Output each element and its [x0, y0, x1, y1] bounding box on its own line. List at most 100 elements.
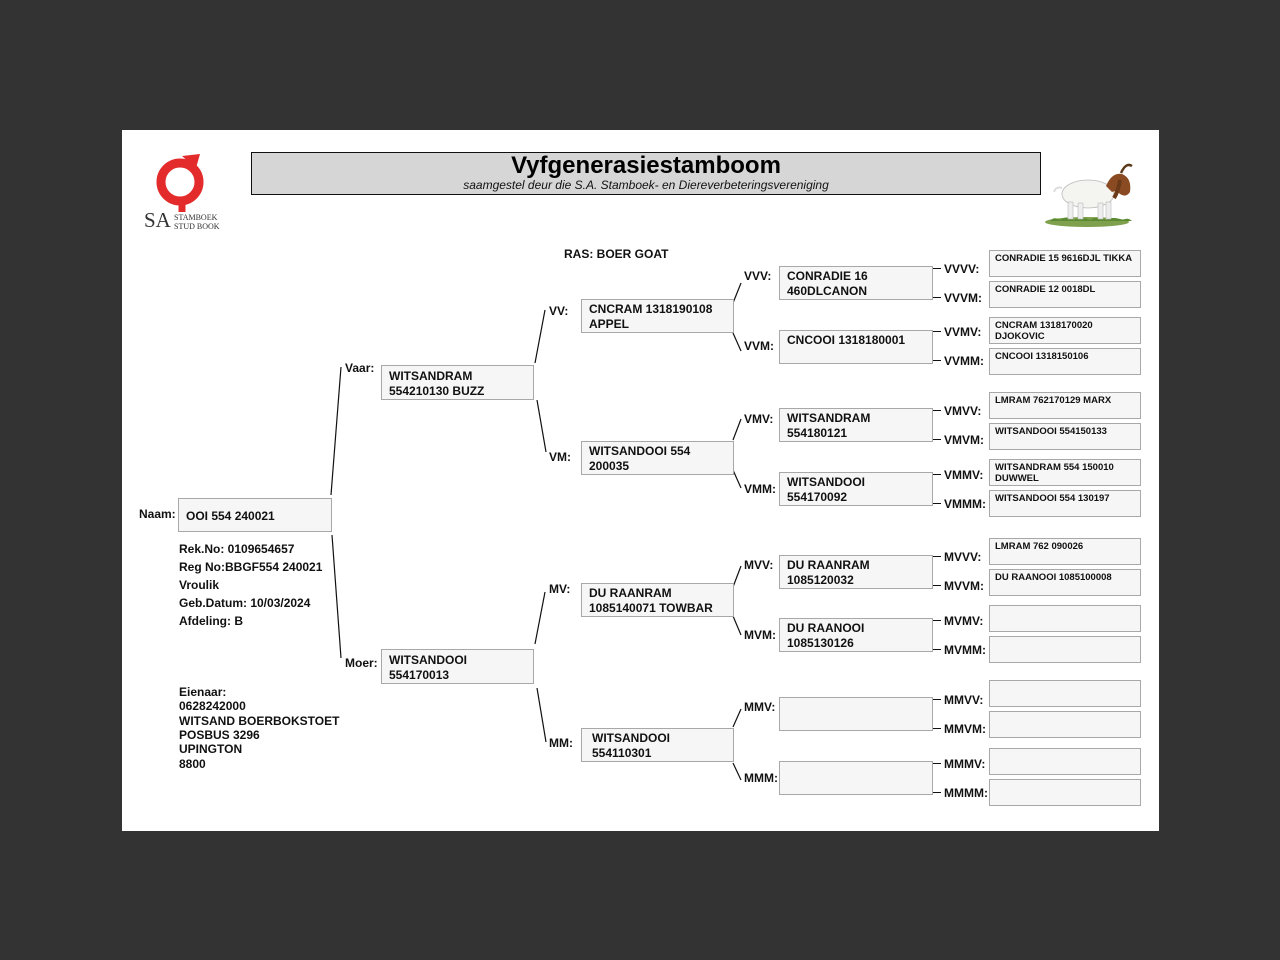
vvvv-line1: CONRADIE 15 9616DJL TIKKA — [995, 253, 1135, 264]
mm-line1: WITSANDOOI — [592, 731, 726, 746]
animal-name-label: Naam: — [139, 507, 176, 521]
mmvv-label: MMVV: — [944, 693, 983, 707]
vv-line2: APPEL — [589, 317, 726, 332]
vvvm-label: VVVM: — [944, 291, 982, 305]
title-banner: Vyfgenerasiestamboom saamgestel deur die… — [251, 152, 1041, 195]
connector-dash — [933, 556, 941, 557]
vv-line1: CNCRAM 1318190108 — [589, 302, 726, 317]
vvmm-label: VVMM: — [944, 354, 984, 368]
mvm-line2: 1085130126 — [787, 636, 925, 651]
vmv-line2: 554180121 — [787, 426, 925, 441]
vmmv-line2: DUWWEL — [995, 473, 1135, 484]
connector-dash — [933, 649, 941, 650]
breed-label: RAS: BOER GOAT — [564, 247, 668, 261]
mvv-label: MVV: — [744, 558, 773, 572]
sire-box: WITSANDRAM 554210130 BUZZ — [381, 365, 534, 400]
mm-box: WITSANDOOI 554110301 — [581, 728, 734, 762]
vm-line1: WITSANDOOI 554 — [589, 444, 726, 459]
logo-line2: STUD BOOK — [174, 222, 220, 231]
mvvv-box: LMRAM 762 090026 — [989, 538, 1141, 565]
animal-name-box: OOI 554 240021 — [178, 498, 332, 532]
dam-box: WITSANDOOI 554170013 — [381, 649, 534, 684]
mmvv-box — [989, 680, 1141, 707]
mmm-box — [779, 761, 933, 795]
mmmv-label: MMMV: — [944, 757, 985, 771]
vm-box: WITSANDOOI 554 200035 — [581, 441, 734, 475]
connector-dash — [933, 474, 941, 475]
mmvm-box — [989, 711, 1141, 738]
sa-studbook-logo: SA STAMBOEK STUD BOOK — [142, 152, 232, 232]
vvv-line1: CONRADIE 16 — [787, 269, 925, 284]
dam-line2: 554170013 — [389, 668, 526, 683]
mvvm-label: MVVM: — [944, 579, 984, 593]
boer-goat-image — [1042, 158, 1137, 228]
sire-label: Vaar: — [345, 361, 374, 375]
mvmm-box — [989, 636, 1141, 663]
vmvv-label: VMVV: — [944, 404, 981, 418]
connector-dash — [933, 360, 941, 361]
animal-section: Afdeling: B — [179, 614, 243, 628]
animal-birth-date: Geb.Datum: 10/03/2024 — [179, 596, 310, 610]
animal-rek-no: Rek.No: 0109654657 — [179, 542, 294, 556]
owner-label: Eienaar: — [179, 685, 226, 699]
vmmm-label: VMMM: — [944, 497, 986, 511]
mvmv-label: MVMV: — [944, 614, 983, 628]
connector-dash — [933, 728, 941, 729]
connector-dash — [933, 410, 941, 411]
animal-name: OOI 554 240021 — [186, 509, 275, 523]
vv-label: VV: — [549, 304, 568, 318]
vm-line2: 200035 — [589, 459, 726, 474]
mvvm-line1: DU RAANOOI 1085100008 — [995, 572, 1135, 583]
connector-dash — [933, 792, 941, 793]
mm-label: MM: — [549, 736, 573, 750]
connector-dash — [933, 297, 941, 298]
vvmm-box: CNCOOI 1318150106 — [989, 348, 1141, 375]
connector-dash — [933, 699, 941, 700]
vm-label: VM: — [549, 450, 571, 464]
vvv-box: CONRADIE 16 460DLCANON — [779, 266, 933, 300]
vmmv-line1: WITSANDRAM 554 150010 — [995, 462, 1135, 473]
vmm-box: WITSANDOOI 554170092 — [779, 472, 933, 506]
vvvv-label: VVVV: — [944, 262, 979, 276]
mvm-line1: DU RAANOOI — [787, 621, 925, 636]
mvv-line2: 1085120032 — [787, 573, 925, 588]
mmvm-label: MMVM: — [944, 722, 986, 736]
vvmv-box: CNCRAM 1318170020 DJOKOVIC — [989, 317, 1141, 344]
owner-line: POSBUS 3296 — [179, 728, 260, 742]
vvmv-label: VVMV: — [944, 325, 981, 339]
vmv-line1: WITSANDRAM — [787, 411, 925, 426]
mvvv-label: MVVV: — [944, 550, 981, 564]
vmvm-label: VMVM: — [944, 433, 984, 447]
vmmv-box: WITSANDRAM 554 150010 DUWWEL — [989, 459, 1141, 486]
vmmm-line1: WITSANDOOI 554 130197 — [995, 493, 1135, 504]
connector-dash — [933, 268, 941, 269]
owner-line: WITSAND BOERBOKSTOET — [179, 714, 339, 728]
vmvv-line1: LMRAM 762170129 MARX — [995, 395, 1135, 406]
owner-line: 0628242000 — [179, 699, 246, 713]
dam-line1: WITSANDOOI — [389, 653, 526, 668]
vvv-line2: 460DLCANON — [787, 284, 925, 299]
mvmm-label: MVMM: — [944, 643, 986, 657]
mm-line2: 554110301 — [592, 746, 726, 761]
vvmv-line2: DJOKOVIC — [995, 331, 1135, 342]
connector-dash — [933, 439, 941, 440]
vvvv-box: CONRADIE 15 9616DJL TIKKA — [989, 250, 1141, 277]
logo-line1: STAMBOEK — [174, 213, 217, 222]
mmm-label: MMM: — [744, 771, 778, 785]
mv-line2: 1085140071 TOWBAR — [589, 601, 726, 616]
connector-dash — [933, 503, 941, 504]
connector-dash — [933, 763, 941, 764]
mvm-label: MVM: — [744, 628, 776, 642]
vvm-line1: CNCOOI 1318180001 — [787, 333, 925, 348]
mv-label: MV: — [549, 582, 570, 596]
connector-dash — [933, 585, 941, 586]
page-title: Vyfgenerasiestamboom — [252, 153, 1040, 179]
mmv-box — [779, 697, 933, 731]
vmm-label: VMM: — [744, 482, 776, 496]
vmvm-line1: WITSANDOOI 554150133 — [995, 426, 1135, 437]
mmmm-label: MMMM: — [944, 786, 988, 800]
mvm-box: DU RAANOOI 1085130126 — [779, 618, 933, 652]
vvmm-line1: CNCOOI 1318150106 — [995, 351, 1135, 362]
mvvm-box: DU RAANOOI 1085100008 — [989, 569, 1141, 596]
mv-box: DU RAANRAM 1085140071 TOWBAR — [581, 583, 734, 617]
